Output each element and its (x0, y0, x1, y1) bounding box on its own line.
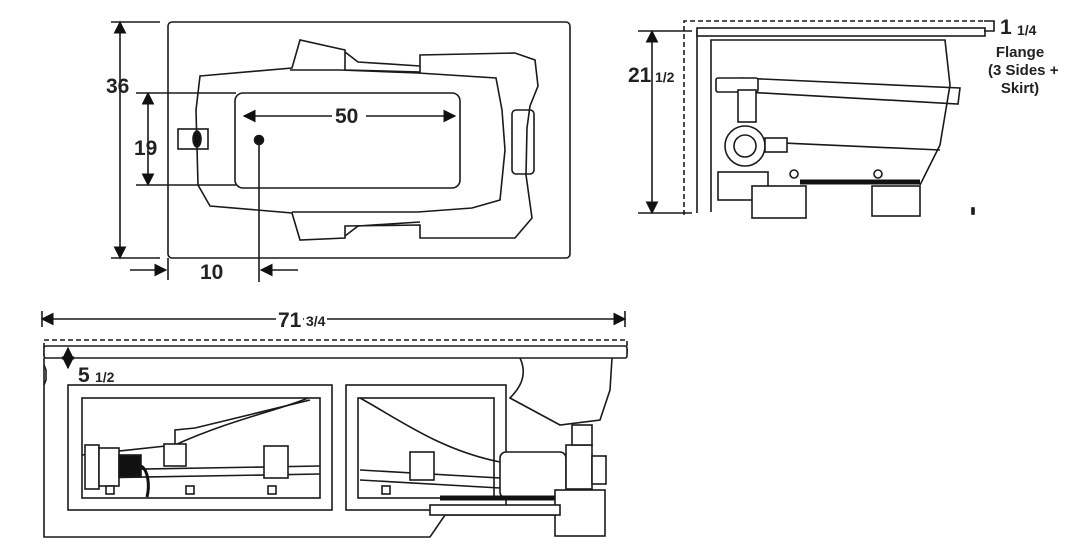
label-width-36: 36 (106, 75, 130, 98)
label-flange-line1: Flange (995, 44, 1045, 61)
label-flange-whole: 1 (1000, 16, 1012, 39)
side-view-bolt-1 (105, 485, 115, 495)
side-view-panel-right-inner (357, 397, 495, 499)
side-view-pump-valve (565, 444, 593, 490)
end-view-band (739, 77, 961, 105)
end-view-pipe-elbow (715, 77, 759, 93)
side-view-bolt-2 (185, 485, 195, 495)
top-view-headrest (511, 109, 535, 175)
side-view-fitting-3 (409, 451, 435, 481)
side-view-fitting-1 (163, 443, 187, 467)
side-view-panel-left (67, 384, 333, 511)
side-view-skirt-edge (43, 364, 47, 386)
side-view-rim (43, 345, 628, 359)
label-height-fraction: 1/2 (655, 69, 675, 85)
side-view-basin-head (508, 357, 613, 426)
label-flange-fraction: 1/4 (1017, 22, 1037, 38)
end-view-foot-right (871, 185, 921, 217)
side-view-pump-base (554, 489, 606, 537)
top-view (111, 20, 571, 282)
end-view-pipe (737, 89, 757, 123)
label-flange-text: Flange (3 Sides + Skirt) (988, 44, 1059, 98)
end-view-shell-line (759, 141, 941, 151)
label-drain-offset-10: 10 (200, 261, 224, 284)
side-view-motor-body (98, 447, 120, 487)
top-view-drain-tab (177, 128, 209, 150)
label-length-50: 50 (335, 105, 359, 128)
end-view-pump-inner (733, 134, 757, 158)
side-view-motor-coupling (118, 454, 142, 478)
end-view-rim (696, 27, 986, 37)
side-view-basin-curve-right (359, 397, 501, 463)
top-view-armrest-bottom (344, 221, 421, 237)
top-view-basin-floor (234, 92, 461, 189)
label-flange-line2: (3 Sides + (988, 62, 1059, 79)
end-view-flange-dashed (683, 20, 983, 215)
end-view-mark (971, 207, 975, 215)
side-view-motor-cable (140, 464, 150, 498)
top-view-armrest-top (344, 51, 421, 67)
side-view (40, 311, 628, 538)
end-view-pump-outlet (764, 137, 788, 153)
label-length-whole: 71 (276, 309, 304, 332)
side-view-bolt-3 (267, 485, 277, 495)
end-view-foot-left (751, 185, 807, 219)
label-skirt-whole: 5 (78, 364, 90, 387)
side-view-panel-right (345, 384, 507, 511)
side-view-pipe-riser (174, 399, 311, 445)
end-view-pump-outer (724, 125, 766, 167)
side-view-panel-left-inner (81, 397, 321, 499)
side-view-pump-riser (571, 424, 593, 446)
side-view-pump-outlet (591, 455, 607, 485)
side-view-motor-end (84, 444, 100, 490)
top-view-basin-outline (195, 39, 539, 241)
side-view-base-plate (429, 504, 561, 516)
end-view-shell (710, 39, 951, 212)
top-view-drain-hole (192, 130, 202, 148)
side-view-bolt-4 (381, 485, 391, 495)
label-length-fraction: 3/4 (304, 313, 328, 329)
dim-flange-bracket (984, 20, 995, 32)
top-view-basin-slope (290, 69, 506, 213)
end-view-bolt-1 (789, 169, 799, 179)
label-height-whole: 21 (628, 64, 652, 87)
top-view-outer-rim (167, 21, 571, 259)
side-view-fitting-2 (263, 445, 289, 479)
end-view (638, 20, 995, 219)
end-view-bolt-2 (873, 169, 883, 179)
label-inner-width-19: 19 (134, 137, 158, 160)
label-flange-line3: Skirt) (1000, 80, 1040, 97)
side-view-basin-curve-left (81, 397, 309, 456)
label-skirt-fraction: 1/2 (95, 369, 115, 385)
